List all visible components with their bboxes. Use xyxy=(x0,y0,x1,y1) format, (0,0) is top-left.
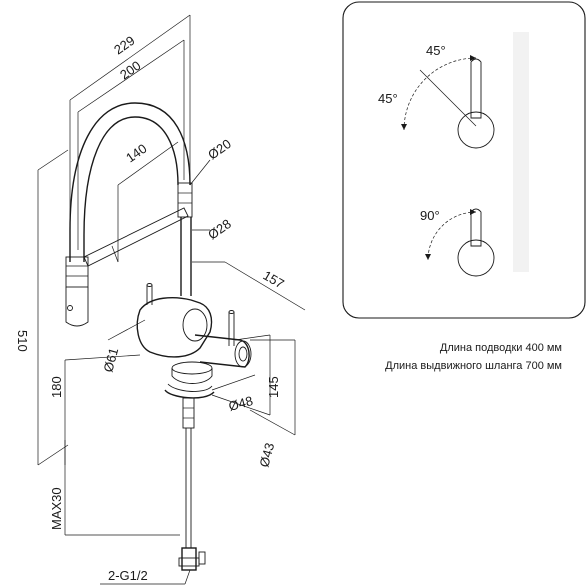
dim-max30: MAX30 xyxy=(49,487,64,530)
dim-180: 180 xyxy=(49,376,64,398)
dimension-lines xyxy=(37,14,306,585)
dim-48: Ø48 xyxy=(227,393,255,414)
angle-top-label: 45° xyxy=(426,43,446,58)
dim-28: Ø28 xyxy=(205,216,234,242)
dim-140: 140 xyxy=(123,141,149,166)
supply-length-note: Длина подводки 400 мм xyxy=(440,342,562,354)
lever-detail-panel: 45° 45° 90° xyxy=(342,1,586,319)
notes: Длина подводки 400 мм Длина выдвижного ш… xyxy=(385,342,562,372)
lever-top-view: 45° 45° xyxy=(378,43,495,149)
faucet-outline xyxy=(65,102,252,571)
hose-length-note: Длина выдвижного шланга 700 мм xyxy=(385,360,562,372)
dimension-labels: 229 200 140 Ø20 Ø28 157 510 Ø61 180 Ø48 … xyxy=(15,33,287,583)
dim-200: 200 xyxy=(117,58,143,83)
lever-side-view: 90° xyxy=(420,208,495,277)
dim-229: 229 xyxy=(111,33,137,58)
dim-145: 145 xyxy=(266,376,281,398)
dim-20: Ø20 xyxy=(205,136,234,162)
dim-157: 157 xyxy=(261,268,287,292)
dim-thread: 2-G1/2 xyxy=(108,568,148,583)
dim-510: 510 xyxy=(15,330,30,352)
angle-side-label: 90° xyxy=(420,208,440,223)
angle-left-label: 45° xyxy=(378,91,398,106)
dim-43: Ø43 xyxy=(256,441,277,469)
dim-61: Ø61 xyxy=(100,346,121,374)
